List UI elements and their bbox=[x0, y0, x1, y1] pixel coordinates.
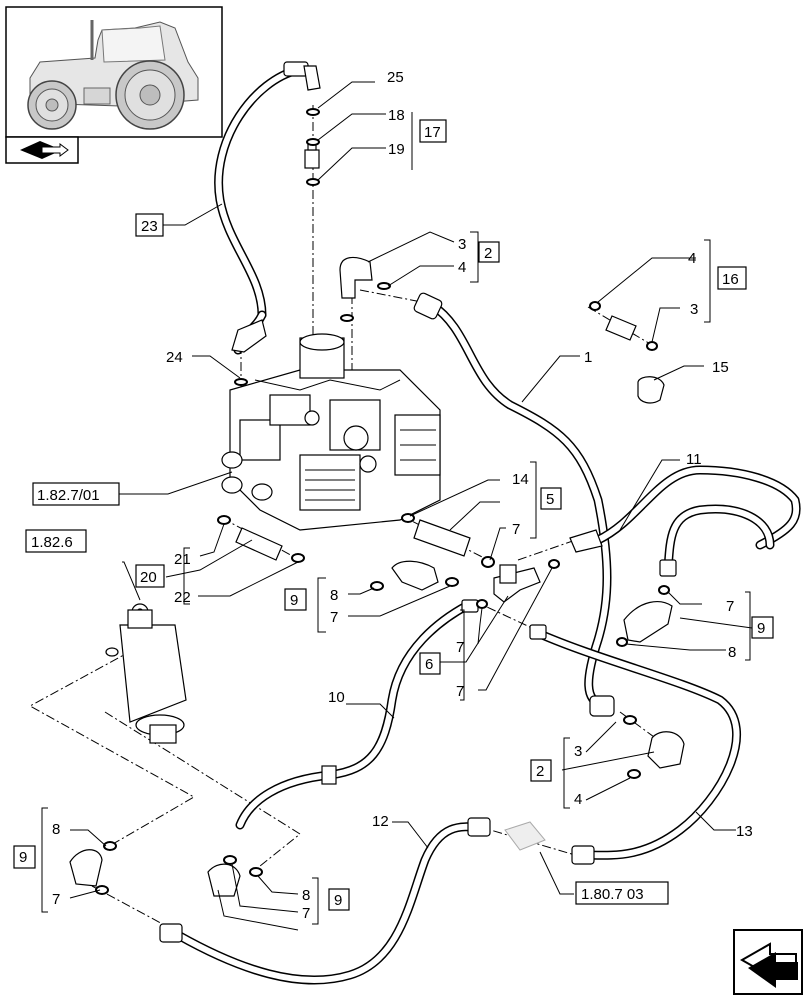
callout-3-right: 3 bbox=[690, 301, 698, 318]
ref-1-80-7-03: 1.80.7 03 bbox=[581, 886, 644, 903]
callout-4-top: 4 bbox=[458, 259, 466, 276]
callout-4-bottom: 4 bbox=[574, 791, 582, 808]
callout-2-bottom: 2 bbox=[536, 763, 544, 780]
group-brackets bbox=[41, 112, 751, 925]
callout-8-b: 8 bbox=[728, 644, 736, 661]
callout-1: 1 bbox=[584, 349, 592, 366]
callout-7-g: 7 bbox=[302, 905, 310, 922]
callout-7-f: 7 bbox=[52, 891, 60, 908]
callout-16: 16 bbox=[722, 271, 739, 288]
callout-11: 11 bbox=[686, 451, 702, 468]
callout-7-d: 7 bbox=[456, 639, 464, 656]
callout-3-bottom: 3 bbox=[574, 743, 582, 760]
callout-22: 22 bbox=[174, 589, 191, 606]
o-rings bbox=[95, 108, 670, 895]
next-page-arrow-icon[interactable] bbox=[733, 929, 803, 995]
callout-23: 23 bbox=[141, 218, 158, 235]
callout-13: 13 bbox=[736, 823, 753, 840]
callout-labels: 25 18 19 3 4 4 3 15 24 1 11 14 7 21 22 8… bbox=[52, 69, 753, 922]
callout-14: 14 bbox=[512, 471, 529, 488]
callout-10: 10 bbox=[328, 689, 345, 706]
leader-lines bbox=[69, 81, 753, 931]
callout-6: 6 bbox=[425, 656, 433, 673]
callout-8-a: 8 bbox=[330, 587, 338, 604]
hoses bbox=[173, 65, 801, 985]
callout-4-right: 4 bbox=[688, 250, 696, 267]
callout-9-lower-left: 9 bbox=[19, 849, 27, 866]
section-book-icon bbox=[20, 141, 69, 159]
callout-17: 17 bbox=[424, 124, 441, 141]
callout-8-c: 8 bbox=[52, 821, 60, 838]
tractor-thumbnail-icon bbox=[5, 6, 223, 164]
fittings bbox=[69, 61, 685, 943]
hydraulic-cylinder bbox=[105, 603, 187, 744]
boxed-labels: 17 23 2 16 1.82.7/01 5 1.82.6 20 9 9 6 2… bbox=[13, 119, 774, 911]
callout-9-upper-left: 9 bbox=[290, 592, 298, 609]
callout-15: 15 bbox=[712, 359, 729, 376]
callout-3-top: 3 bbox=[458, 236, 466, 253]
callout-8-d: 8 bbox=[302, 887, 310, 904]
callout-7-a: 7 bbox=[512, 521, 520, 538]
callout-2-top: 2 bbox=[484, 245, 492, 262]
control-valve-block bbox=[221, 333, 441, 531]
callout-9-right: 9 bbox=[757, 620, 765, 637]
callout-7-e: 7 bbox=[456, 683, 464, 700]
callout-20: 20 bbox=[140, 569, 157, 586]
callout-19: 19 bbox=[388, 141, 405, 158]
callout-5: 5 bbox=[546, 491, 554, 508]
ref-1-82-6: 1.82.6 bbox=[31, 534, 73, 551]
callout-25: 25 bbox=[387, 69, 404, 86]
callout-12: 12 bbox=[372, 813, 389, 830]
callout-7-c: 7 bbox=[726, 598, 734, 615]
callout-21: 21 bbox=[174, 551, 191, 568]
callout-9-lower-centre: 9 bbox=[334, 892, 342, 909]
callout-24: 24 bbox=[166, 349, 183, 366]
callout-18: 18 bbox=[388, 107, 405, 124]
callout-7-b: 7 bbox=[330, 609, 338, 626]
ref-1-82-7-01: 1.82.7/01 bbox=[37, 487, 100, 504]
